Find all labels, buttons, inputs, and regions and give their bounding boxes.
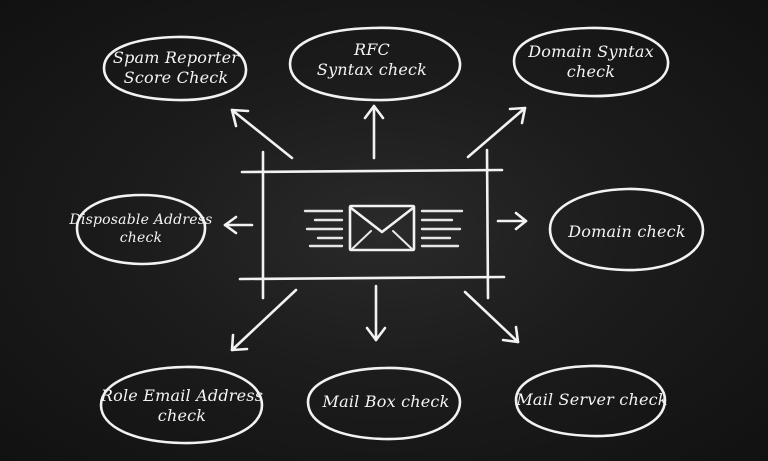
bubble-domain-check [548,187,705,272]
bubble-outlines [75,26,705,445]
label-disposable-address: Disposable Address check [70,211,213,247]
label-line: check [157,406,207,425]
label-line: check [119,230,163,246]
envelope-icon [303,204,464,252]
bubble-disposable-address [75,193,207,266]
label-mail-box: Mail Box check [323,392,450,412]
arrows [223,104,528,352]
label-line: Domain Syntax [528,42,654,61]
bubble-role-email [99,365,264,445]
bubble-spam-reporter [102,35,248,102]
label-line: Spam Reporter [112,48,240,67]
label-domain-check: Domain check [568,222,685,242]
label-mail-server: Mail Server check [516,390,667,410]
label-spam-reporter: Spam Reporter Score Check [113,48,239,88]
label-line: Mail Box check [322,392,450,411]
label-line: Role Email Address [100,386,264,405]
label-rfc-syntax: RFC Syntax check [317,40,427,80]
label-line: check [566,62,616,81]
center-frame [238,148,506,300]
bubble-domain-syntax [512,26,670,98]
label-line: Domain check [568,222,686,241]
arrow-to-domain-check [496,211,528,231]
bubble-rfc-syntax [288,26,462,102]
arrow-to-spam-reporter [230,108,294,160]
bubble-mail-server [514,364,667,438]
arrow-to-disposable-address [223,215,254,235]
arrow-to-role-email [230,288,298,352]
label-line: Mail Server check [516,390,668,409]
label-line: Syntax check [316,60,428,79]
label-domain-syntax: Domain Syntax check [528,42,654,82]
label-line: Score Check [123,68,229,87]
bubble-mail-box [306,366,462,441]
label-line: RFC [354,40,390,59]
label-line: Disposable Address [69,212,213,228]
arrow-to-domain-syntax [466,106,527,159]
arrow-to-mail-box [365,284,387,342]
label-role-email: Role Email Address check [101,386,263,426]
arrow-to-rfc-syntax [363,104,385,160]
arrow-to-mail-server [463,290,520,344]
